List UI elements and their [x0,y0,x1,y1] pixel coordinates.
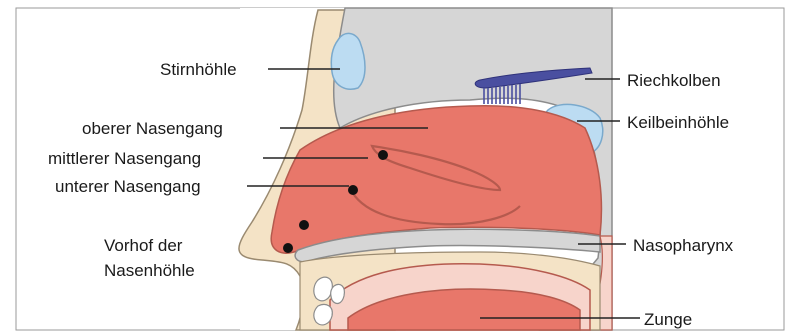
label-nasopharynx: Nasopharynx [633,236,734,255]
dot-vorhof-upper [299,220,309,230]
label-unterer-nasengang: unterer Nasengang [55,177,201,196]
label-stirnhoehle: Stirnhöhle [160,60,237,79]
label-vorhof-line1: Vorhof der [104,236,183,255]
dot-vorhof-lower [283,243,293,253]
label-riechkolben: Riechkolben [627,71,721,90]
label-keilbeinhoehle: Keilbeinhöhle [627,113,729,132]
label-zunge: Zunge [644,310,692,329]
label-oberer-nasengang: oberer Nasengang [82,119,223,138]
dot-unterer [348,185,358,195]
label-mittlerer-nasengang: mittlerer Nasengang [48,149,201,168]
frontal-sinus [331,33,365,89]
label-vorhof-line2: Nasenhöhle [104,261,195,280]
dot-mittlerer [378,150,388,160]
